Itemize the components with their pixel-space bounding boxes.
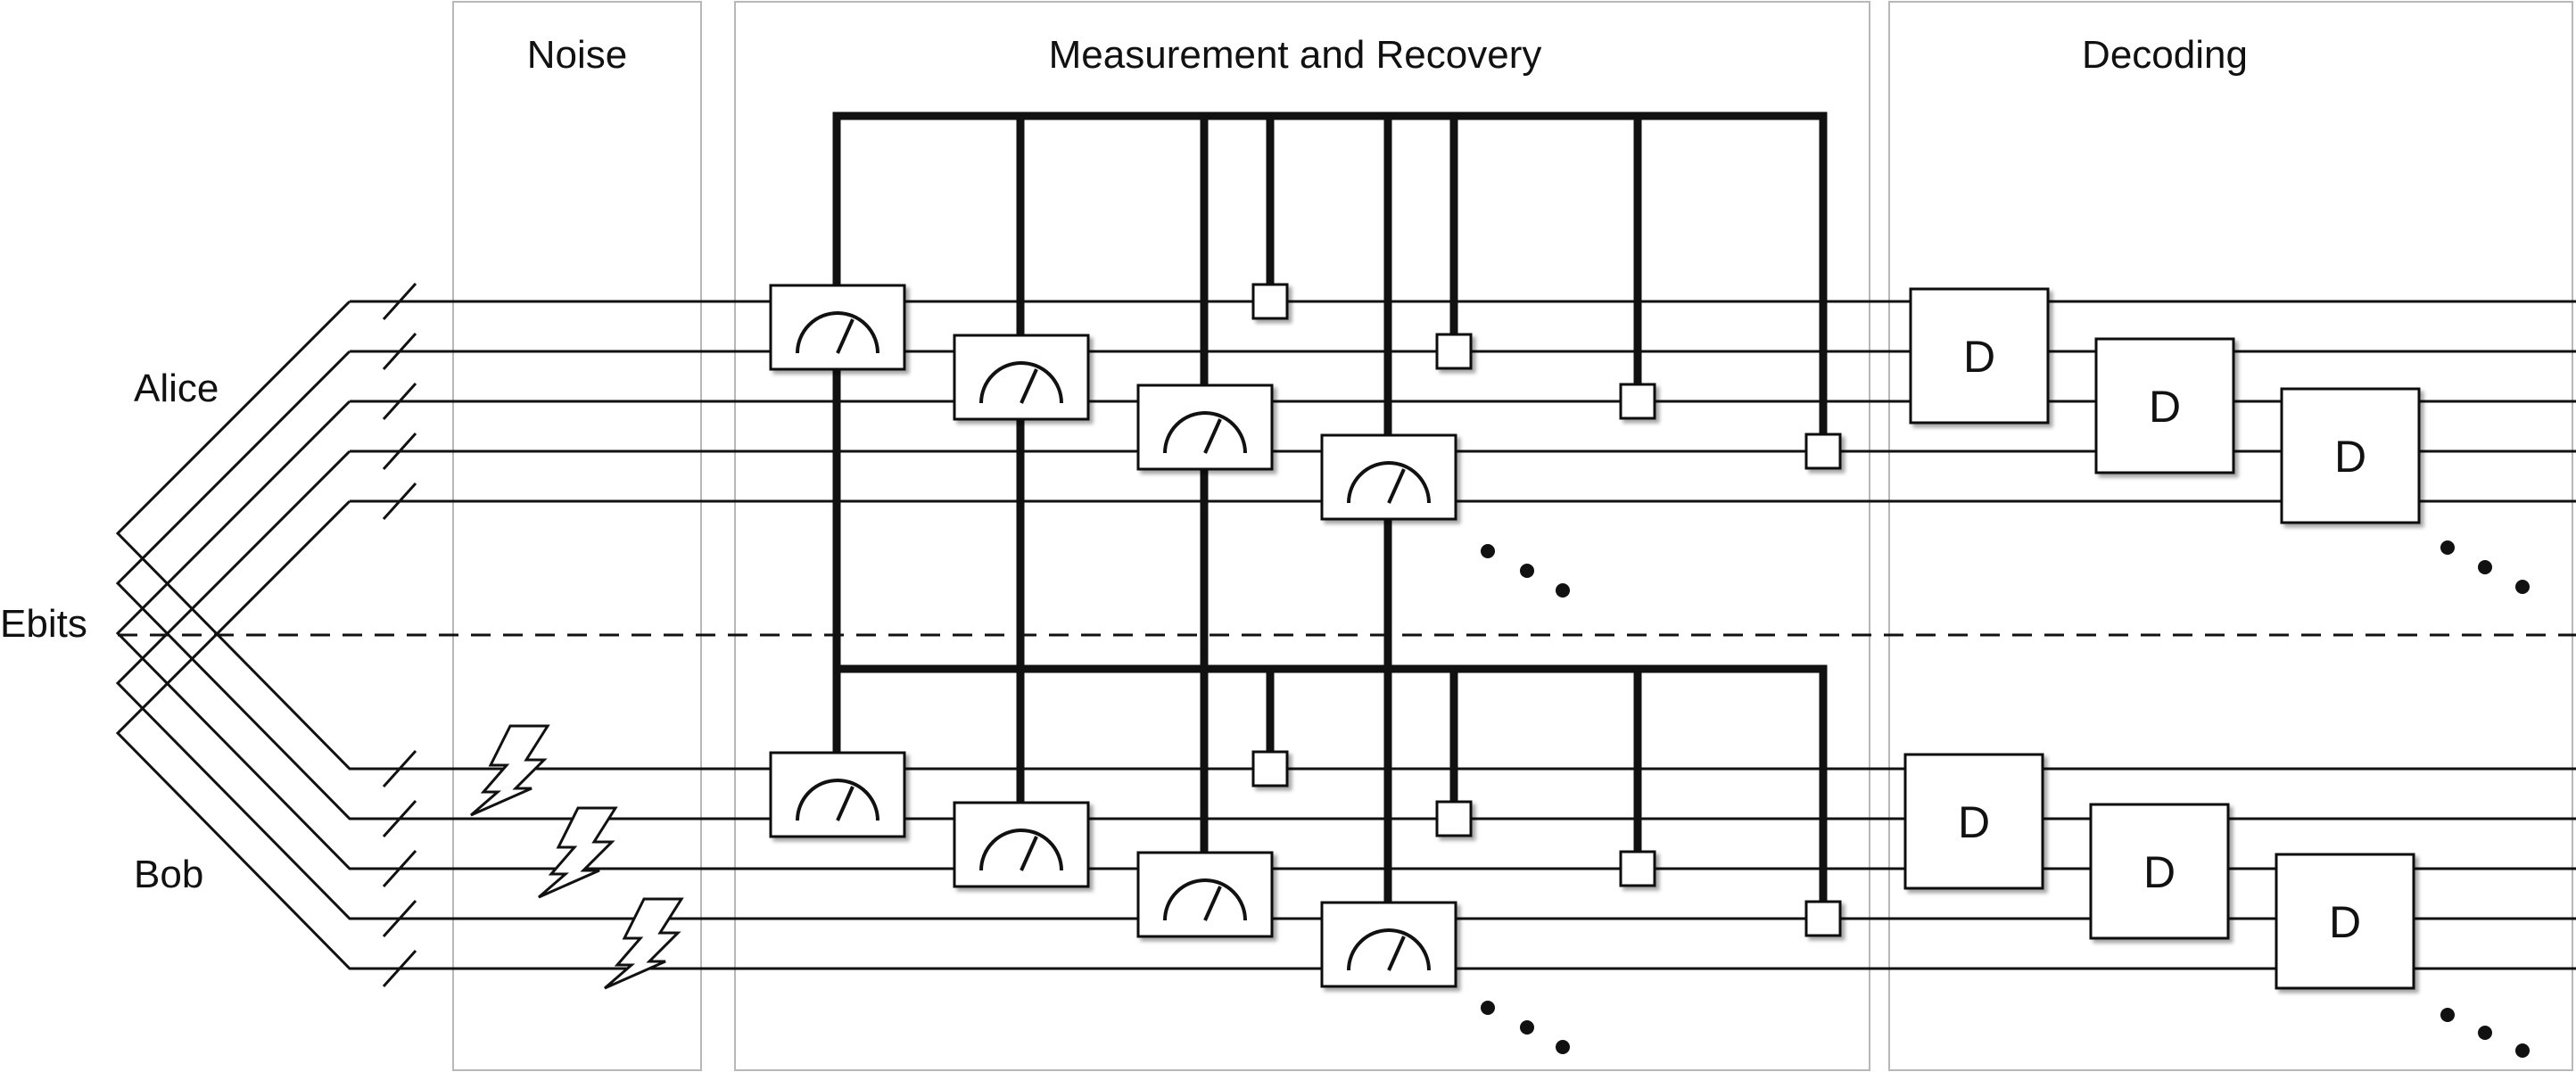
decoder-label: D [2143,847,2176,897]
meter-dial-icon [769,284,906,371]
ebits-label: Ebits [0,602,87,646]
section-panels [452,1,2573,1071]
decoder-box: D [1909,287,2050,425]
alice-label: Alice [134,367,219,410]
decoder-label: D [2149,382,2181,432]
meter-dial-icon [1320,433,1457,521]
meter-dial-icon [953,801,1090,888]
bob-decoders: D D D [1903,753,2415,990]
noise-title: Noise [527,33,628,77]
decoding-panel [1888,1,2573,1071]
decoder-label: D [2329,897,2361,947]
meter-dial-icon [953,334,1090,421]
meter-dial-icon [1136,383,1274,471]
ellipsis-dots-icon [2440,1008,2530,1058]
lightning-bolt-icon [470,724,550,817]
meter-dial-icon [1320,901,1457,988]
decoder-box: D [2094,337,2235,474]
lightning-bolt-icon [538,806,618,899]
correction-target [1251,750,1289,788]
meter-dial-icon [769,751,906,838]
correction-target [1435,333,1473,370]
register-markers [382,282,417,988]
correction-target [1251,283,1289,320]
noise-panel [452,1,702,1071]
alice-measurements [769,284,1457,521]
ellipsis-dots-icon [1481,544,1570,598]
bob-label: Bob [134,853,203,896]
correction-target [1619,383,1656,420]
measurement-title: Measurement and Recovery [1049,33,1542,77]
alice-decoders: D D D [1909,287,2421,524]
correction-target [1804,433,1842,470]
decoder-box: D [2089,803,2230,940]
decoder-box: D [2275,853,2415,990]
decoder-label: D [2334,432,2366,482]
bob-measurements [769,751,1457,988]
lightning-bolt-icon [604,897,684,990]
classical-bus-top [832,111,1828,673]
decoder-box: D [2280,387,2421,524]
meter-dial-icon [1136,851,1274,938]
ellipsis-dots-icon [1481,1001,1570,1054]
noise-events [470,724,684,990]
correction-target [1619,850,1656,887]
decoder-label: D [1958,797,1990,847]
ellipsis-dots-icon [2440,540,2530,594]
decoding-title: Decoding [2082,33,2248,77]
correction-target [1435,800,1473,837]
continuation-dots [1481,540,2530,1058]
correction-targets [1251,283,1842,937]
measurement-panel [734,1,1870,1071]
decoder-label: D [1963,332,1995,382]
ebit-wires [115,300,2576,970]
correction-target [1804,900,1842,937]
decoder-box: D [1903,753,2044,890]
classical-bus-bottom [832,664,1828,909]
